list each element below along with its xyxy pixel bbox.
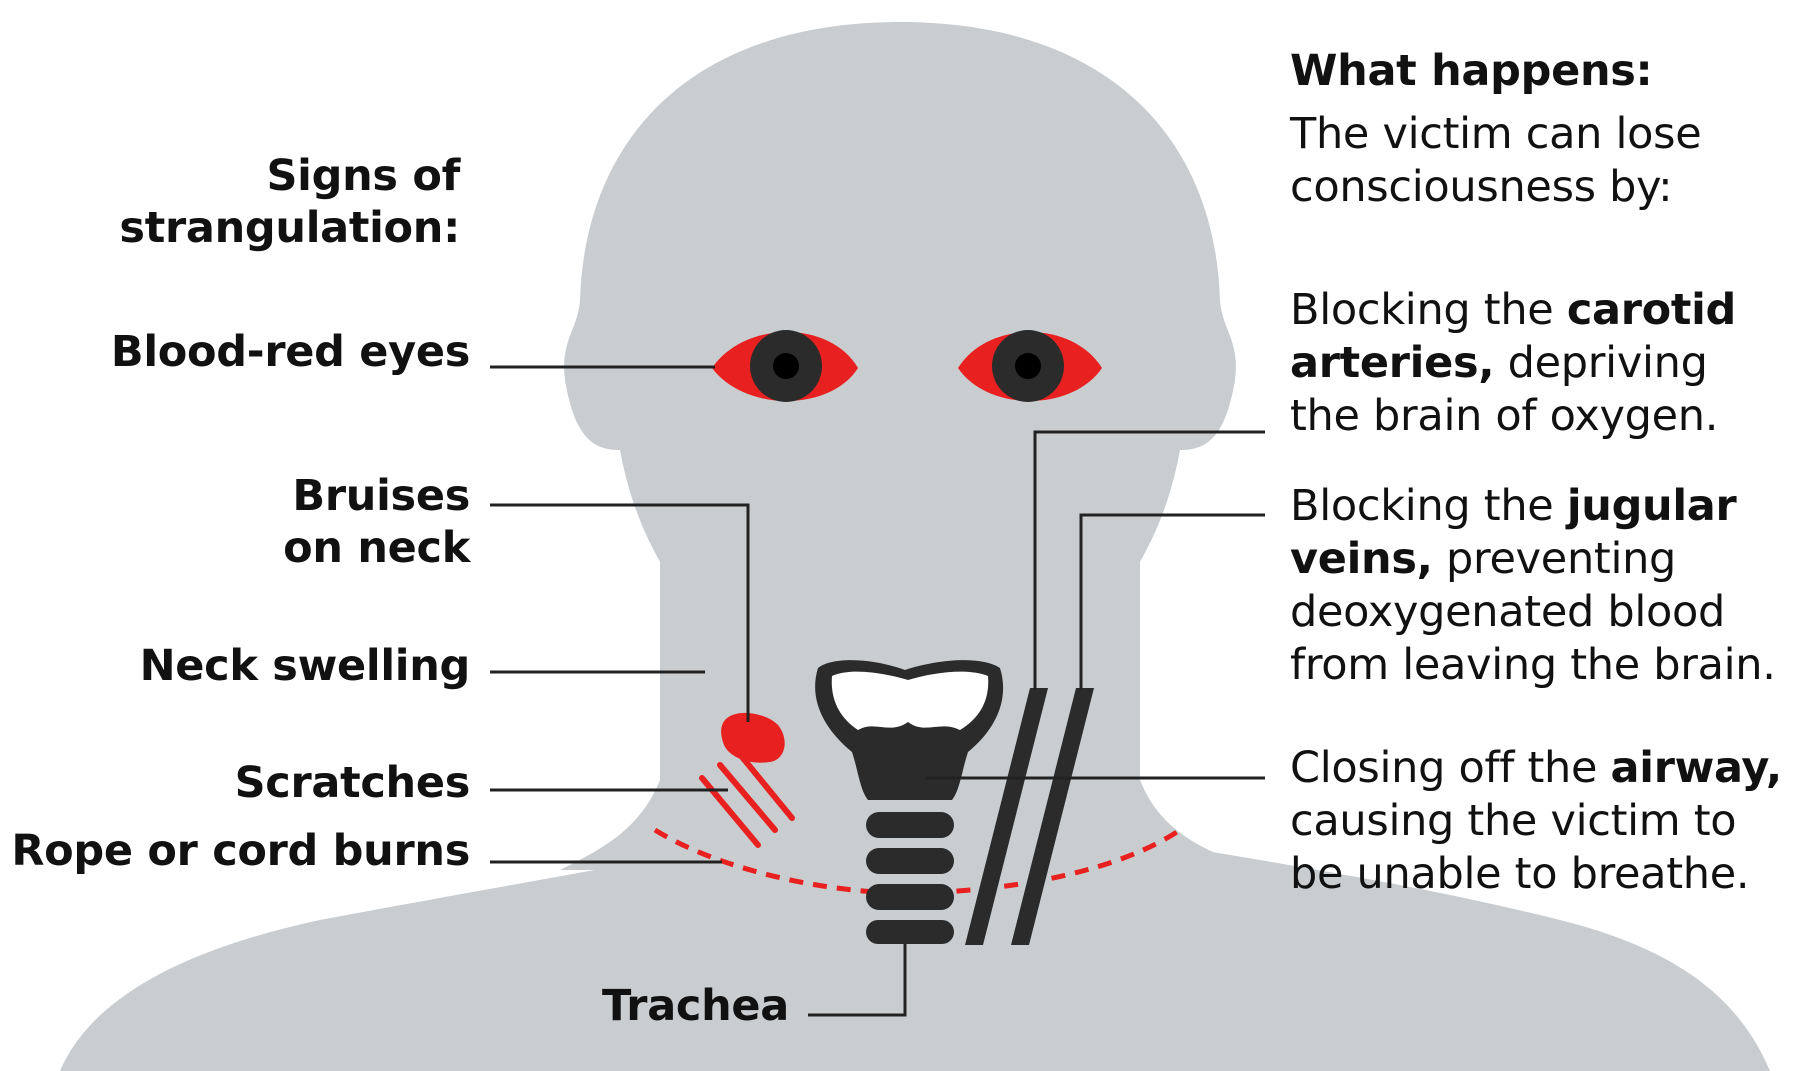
airway-line2: causing the victim to (1290, 795, 1782, 848)
label-rope-or-cord-burns: Rope or cord burns (10, 825, 470, 877)
signs-heading-line2: strangulation: (100, 202, 460, 254)
carotid-line3: the brain of oxygen. (1290, 390, 1736, 443)
jugular-line3: deoxygenated blood (1290, 586, 1776, 639)
head (564, 22, 1236, 660)
what-happens-heading: What happens: (1290, 45, 1652, 97)
point-jugular-veins: Blocking the jugular veins, preventing d… (1290, 480, 1776, 692)
label-neck-swelling: Neck swelling (40, 640, 470, 692)
arteries-bold: arteries, (1290, 338, 1494, 388)
point-airway: Closing off the airway, causing the vict… (1290, 742, 1782, 901)
signs-heading-line1: Signs of (100, 150, 460, 202)
label-bruises-on-neck: Bruises on neck (100, 470, 470, 574)
intro-line1: The victim can lose (1290, 108, 1701, 161)
intro-line2: consciousness by: (1290, 161, 1701, 214)
label-trachea: Trachea (602, 980, 789, 1032)
label-scratches: Scratches (40, 757, 470, 809)
veins-bold: veins, (1290, 534, 1433, 584)
label-bruises-line1: Bruises (100, 470, 470, 522)
jugular-mid: preventing (1433, 534, 1676, 584)
carotid-mid: depriving (1494, 338, 1707, 388)
airway-line3: be unable to breathe. (1290, 848, 1782, 901)
airway-bold: airway, (1611, 743, 1782, 793)
airway-pre: Closing off the (1290, 743, 1611, 793)
what-happens-intro: The victim can lose consciousness by: (1290, 108, 1701, 214)
label-blood-red-eyes: Blood-red eyes (40, 326, 470, 378)
carotid-pre: Blocking the (1290, 285, 1567, 335)
jugular-pre: Blocking the (1290, 481, 1567, 531)
label-bruises-line2: on neck (100, 522, 470, 574)
signs-heading: Signs of strangulation: (100, 150, 460, 254)
point-carotid-arteries: Blocking the carotid arteries, depriving… (1290, 284, 1736, 443)
carotid-bold: carotid (1567, 285, 1736, 335)
jugular-bold: jugular (1567, 481, 1737, 531)
jugular-line4: from leaving the brain. (1290, 639, 1776, 692)
